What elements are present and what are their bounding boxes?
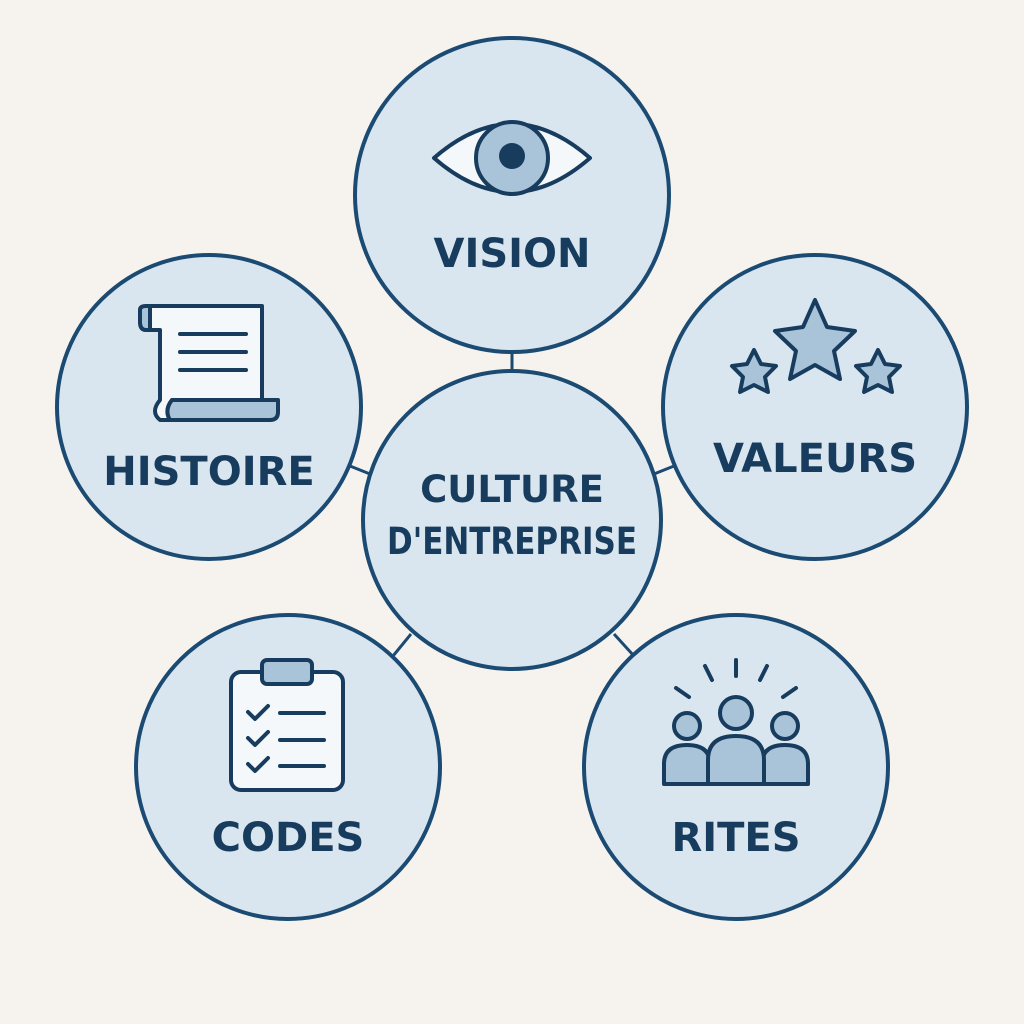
node-vision-label: VISION: [433, 231, 590, 277]
node-histoire-label: HISTOIRE: [103, 449, 314, 495]
group-icon: [662, 658, 810, 786]
node-rites: RITES: [582, 613, 890, 921]
connectors: [349, 352, 675, 658]
eye-icon: [432, 120, 592, 196]
node-codes: CODES: [134, 613, 442, 921]
node-valeurs-label: VALEURS: [713, 436, 917, 482]
node-codes-label: CODES: [212, 815, 365, 861]
connector-histoire: [349, 464, 371, 476]
stars-icon: [730, 298, 902, 394]
center-node: CULTURE D'ENTREPRISE: [361, 369, 663, 671]
center-label-line2: D'ENTREPRISE: [387, 520, 637, 563]
center-label-line1: CULTURE: [420, 468, 604, 511]
node-vision: VISION: [353, 36, 671, 354]
scroll-icon: [138, 304, 280, 422]
connector-valeurs: [653, 464, 675, 476]
center-circle: [361, 369, 663, 671]
checklist-icon: [229, 658, 345, 792]
node-valeurs-circle: [661, 253, 969, 561]
node-rites-label: RITES: [671, 815, 800, 861]
connector-rites: [612, 632, 636, 658]
connector-codes: [391, 633, 413, 657]
node-histoire: HISTOIRE: [55, 253, 363, 561]
node-valeurs: VALEURS: [661, 253, 969, 561]
